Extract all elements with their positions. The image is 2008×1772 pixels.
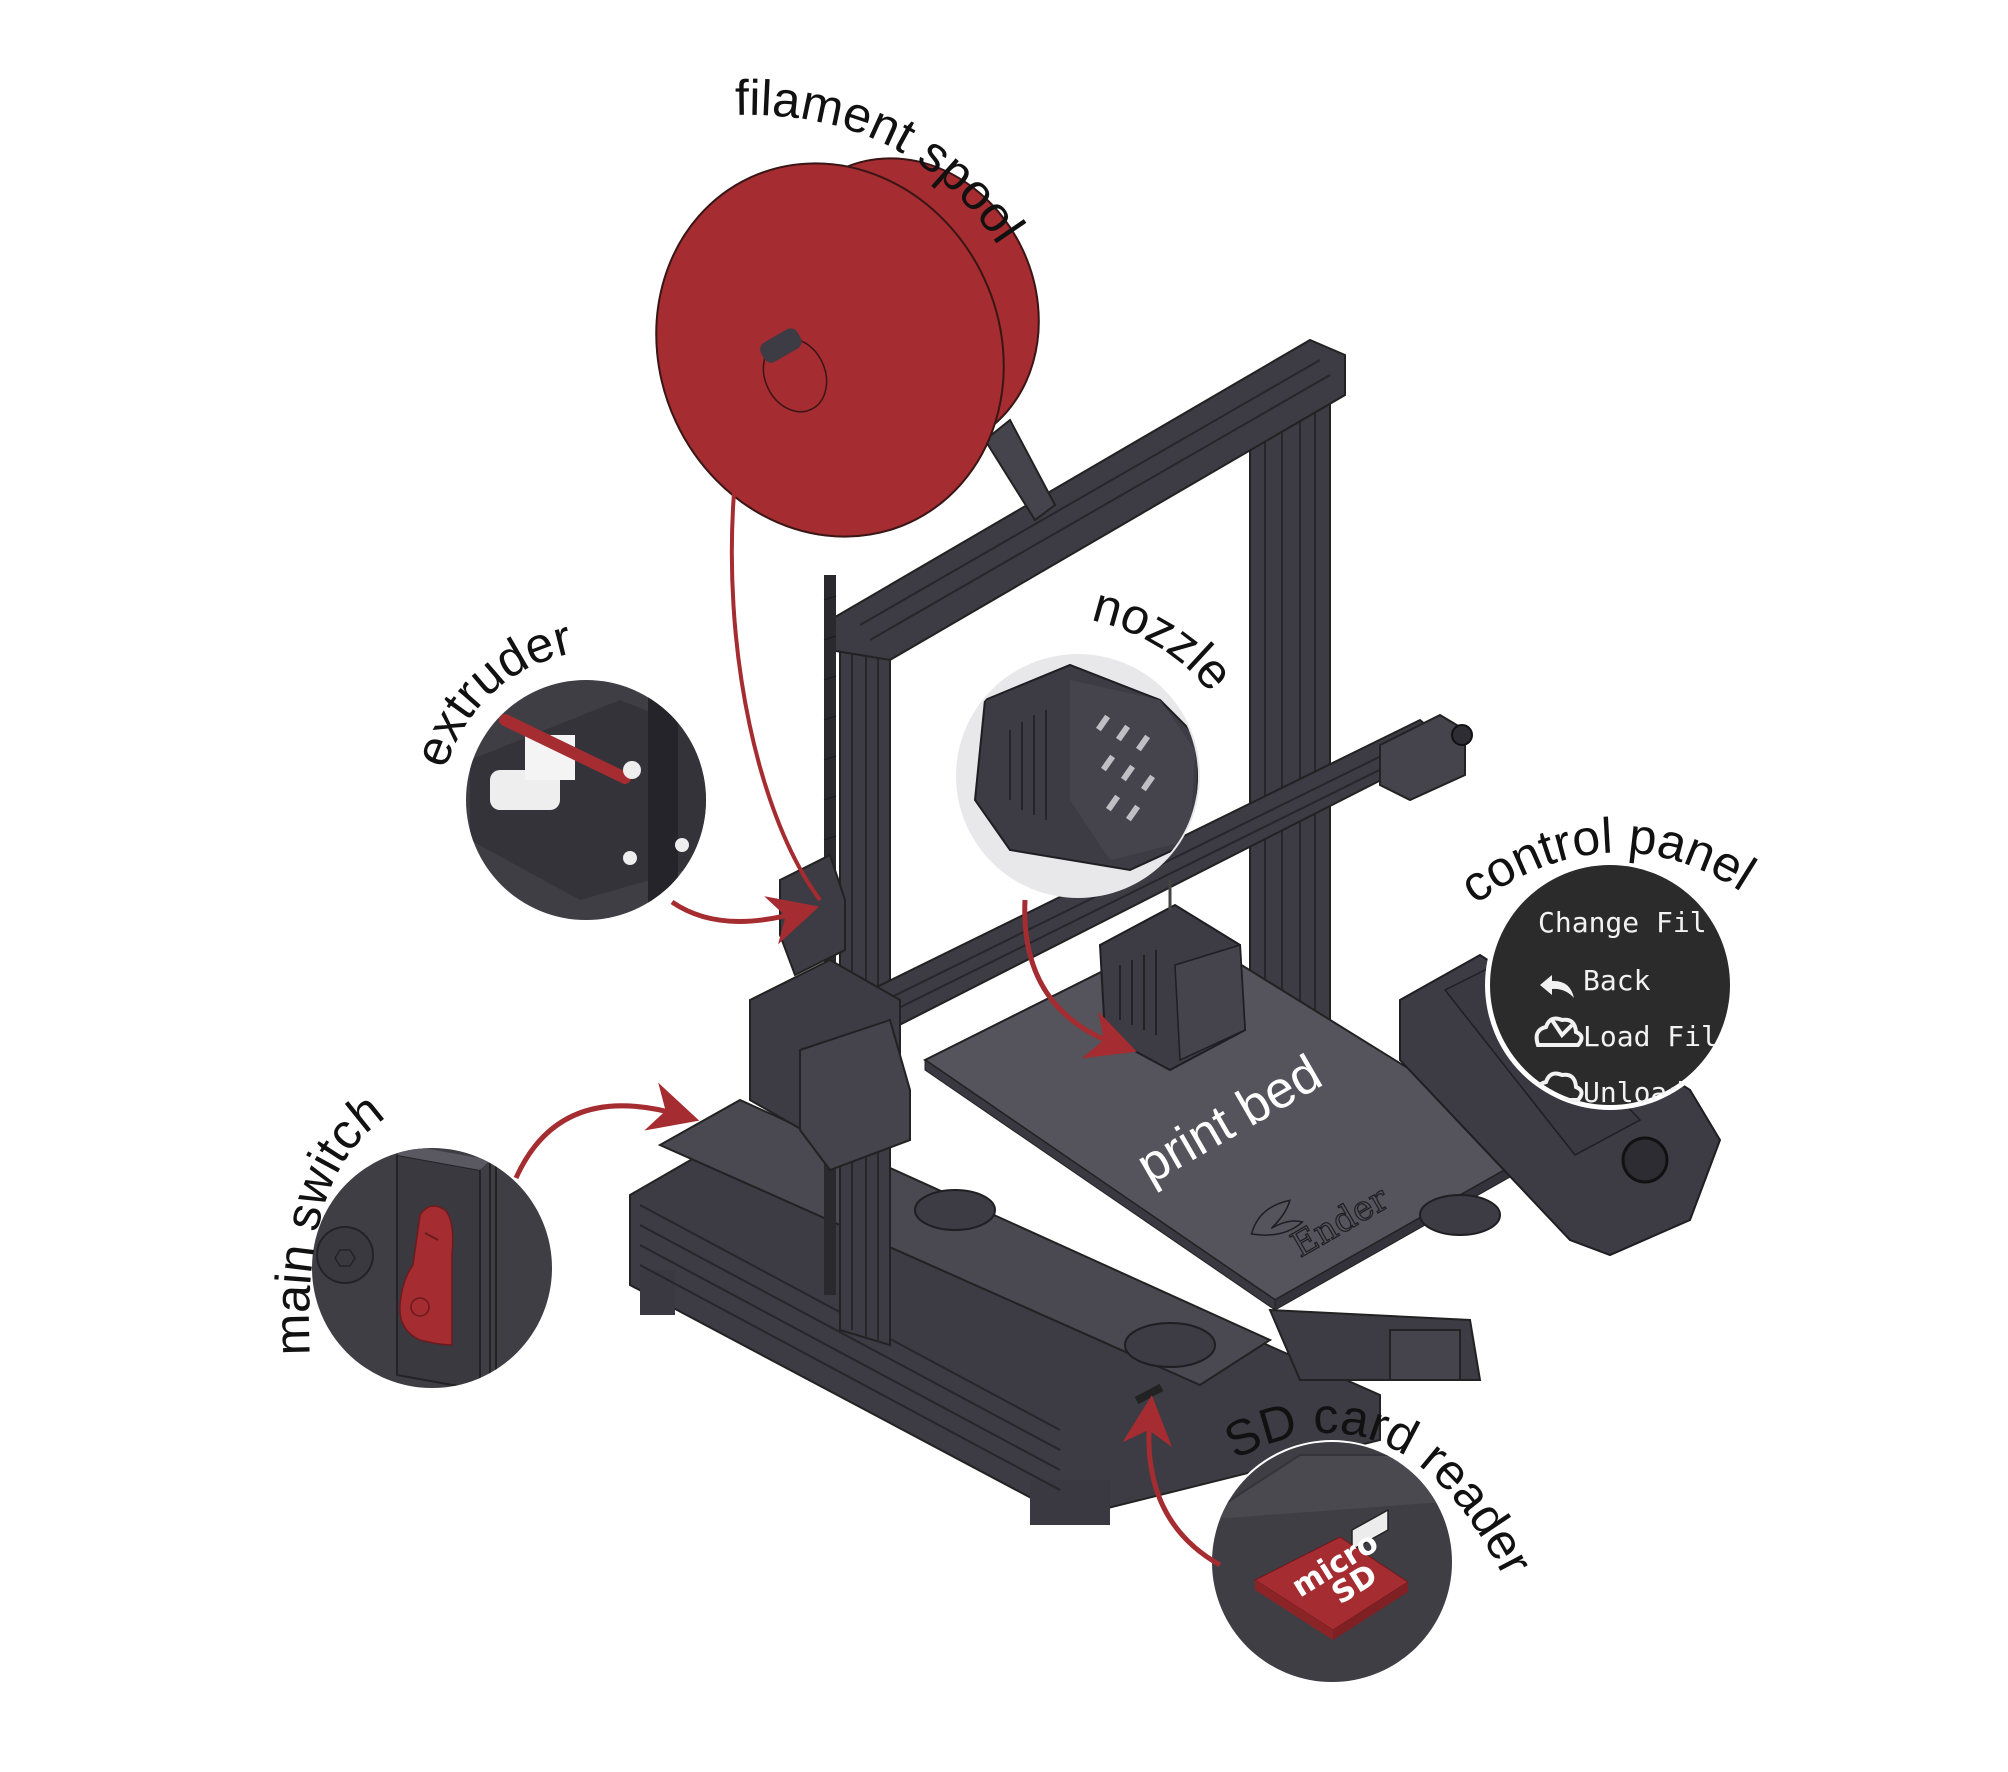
switch-on-mark bbox=[424, 1232, 439, 1241]
spool-holder-arm bbox=[983, 418, 1057, 522]
base-top bbox=[657, 1098, 1273, 1387]
menu-item-back[interactable]: Back bbox=[1540, 964, 1651, 998]
control-panel-callout: Change Fil Back Load Fil Unload bbox=[1485, 860, 1735, 1110]
lead-screw-threads bbox=[823, 595, 837, 881]
arrow-main-switch bbox=[513, 1082, 700, 1180]
arrow-sd-card bbox=[1122, 1395, 1222, 1568]
top-crossbar-grooves bbox=[859, 359, 1331, 641]
y-rail-end bbox=[1389, 1329, 1461, 1381]
menu-item-load-label: Load Fil bbox=[1583, 1020, 1718, 1053]
filament-line bbox=[729, 479, 822, 902]
arrow-nozzle bbox=[1022, 899, 1137, 1059]
menu-item-load[interactable]: Load Fil bbox=[1534, 1016, 1718, 1053]
back-arrow-icon bbox=[1540, 975, 1574, 998]
main-switch-callout bbox=[310, 1146, 554, 1390]
nozzle-side-vents bbox=[1009, 710, 1047, 820]
switch-off-mark bbox=[410, 1297, 430, 1317]
nozzle-vent-holes bbox=[1095, 714, 1156, 822]
cloud-unload-icon bbox=[1534, 1071, 1584, 1102]
hex-bolt bbox=[316, 1226, 374, 1284]
bed-knob-front bbox=[1124, 1322, 1216, 1368]
sd-slot-detail bbox=[1351, 1508, 1389, 1552]
base-foot-left bbox=[640, 1270, 675, 1315]
x-tensioner-knob bbox=[1451, 724, 1473, 746]
cloud-load-icon bbox=[1534, 1016, 1584, 1047]
menu-item-back-label: Back bbox=[1583, 964, 1651, 997]
spool-axle bbox=[760, 328, 802, 363]
gantry-plate-left bbox=[799, 1018, 911, 1172]
base-rails bbox=[639, 1204, 1061, 1491]
arrow-extruder bbox=[670, 896, 820, 945]
filament-spool bbox=[655, 157, 1040, 538]
bed-knob-left bbox=[914, 1189, 996, 1231]
bed-knob-right bbox=[1419, 1194, 1501, 1236]
control-knob[interactable] bbox=[1621, 1136, 1669, 1184]
menu-title: Change Fil bbox=[1538, 906, 1707, 939]
x-tensioner bbox=[1379, 713, 1466, 802]
rocker-switch[interactable] bbox=[399, 1205, 454, 1346]
printer-body: Ender bbox=[629, 338, 1722, 1525]
callout-arrows bbox=[513, 896, 1222, 1568]
base-foot-right bbox=[1030, 1480, 1110, 1525]
sd-card-callout: micro SD bbox=[1210, 1440, 1454, 1684]
nozzle-callout bbox=[956, 654, 1200, 898]
extruder-callout bbox=[464, 678, 708, 922]
ender-logo-dragon bbox=[1250, 1199, 1304, 1236]
